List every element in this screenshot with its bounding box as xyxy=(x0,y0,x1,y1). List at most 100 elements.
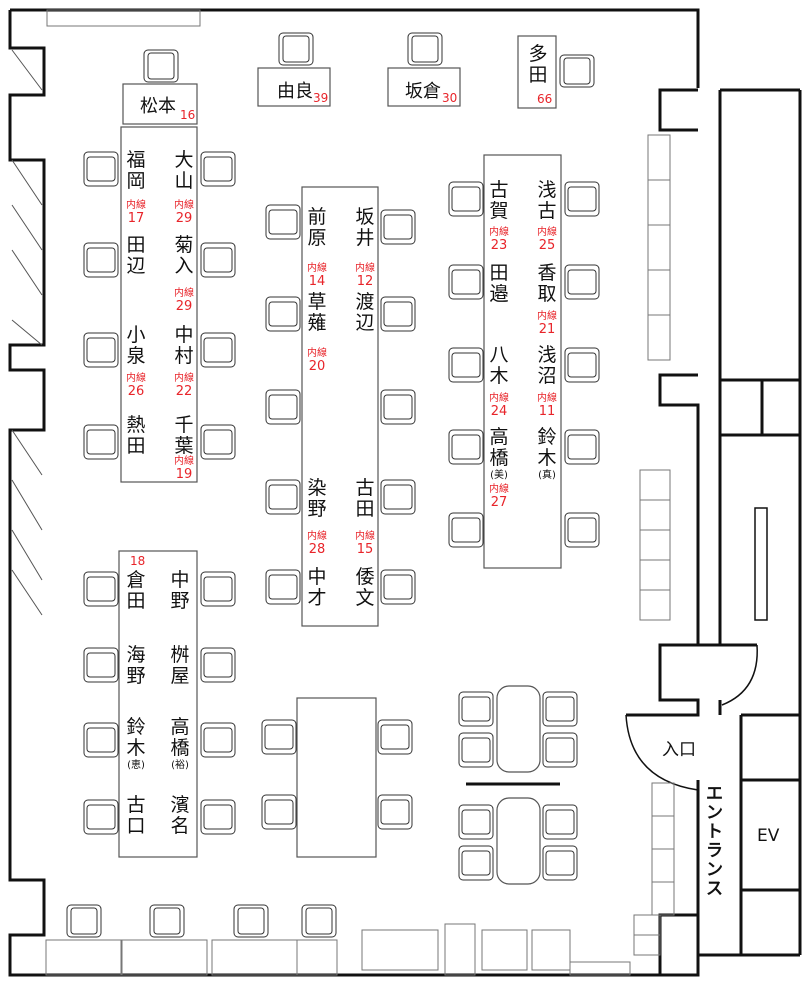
cabinet xyxy=(639,469,671,501)
chair xyxy=(448,429,484,465)
extension-prefix: 内線 xyxy=(174,200,194,211)
cabinet xyxy=(639,589,671,621)
extension-number: 17 xyxy=(127,211,145,226)
chair xyxy=(377,719,413,755)
seat-name: 坂倉 xyxy=(405,81,441,102)
cabinet xyxy=(444,923,476,976)
entrance-door-arc xyxy=(625,714,699,791)
seat: 福岡 xyxy=(124,150,148,192)
extension-prefix: 内線 xyxy=(355,263,375,274)
seat: 浅古 xyxy=(535,180,559,222)
seat: 倭文 xyxy=(353,567,377,609)
chair xyxy=(278,32,314,66)
chair xyxy=(83,242,119,278)
entrance-door-label: 入口 xyxy=(662,740,696,760)
chair xyxy=(66,904,102,938)
cabinet xyxy=(647,179,671,226)
extension-number: 18 xyxy=(130,554,146,568)
seat-name: 染野 xyxy=(307,477,327,520)
extension-number: 27 xyxy=(490,495,508,510)
desk-yura xyxy=(257,67,331,107)
chair xyxy=(380,389,416,425)
extension-prefix: 内線 xyxy=(355,531,375,542)
desk-tada xyxy=(517,35,557,109)
extension-prefix: 内線 xyxy=(126,373,146,384)
cabinet xyxy=(651,815,675,850)
seat-name: 由良 xyxy=(277,81,313,102)
extension-prefix: 内線 xyxy=(489,484,509,495)
seat-name: 菊入 xyxy=(174,234,194,277)
chair xyxy=(448,264,484,300)
desk-block-c xyxy=(483,154,562,569)
desk-block-a xyxy=(120,126,198,483)
extension-prefix: 内線 xyxy=(537,311,557,322)
desk-matsumoto xyxy=(122,83,198,125)
chair xyxy=(564,347,600,383)
chair xyxy=(458,804,494,840)
extension-number: 24 xyxy=(490,404,508,419)
chair xyxy=(200,242,236,278)
chair xyxy=(233,904,269,938)
seat-name: 中才 xyxy=(307,566,327,609)
elevator-label: EV xyxy=(757,826,780,846)
chair xyxy=(83,722,119,758)
cabinet xyxy=(633,934,661,956)
seat-name: 古田 xyxy=(355,477,375,520)
chair xyxy=(149,904,185,938)
chair xyxy=(261,719,297,755)
seat: 中才 xyxy=(305,567,329,609)
extension-number: 28 xyxy=(308,542,326,557)
extension-prefix: 内線 xyxy=(489,393,509,404)
seat: 小泉 xyxy=(124,325,148,367)
seat-name-suffix: (真) xyxy=(538,470,556,481)
cabinet xyxy=(121,939,208,976)
chair xyxy=(83,151,119,187)
extension-number: 11 xyxy=(538,404,556,419)
extension-prefix: 内線 xyxy=(307,531,327,542)
chair xyxy=(542,845,578,881)
seat-tada: 多田 xyxy=(528,43,548,86)
outer-wall xyxy=(8,8,700,977)
seat: 倉田 xyxy=(124,570,148,612)
seat: 濱名 xyxy=(168,795,192,837)
chair xyxy=(83,332,119,368)
extension-number: 14 xyxy=(308,274,326,289)
cabinet xyxy=(639,529,671,561)
seat: 桝屋 xyxy=(168,645,192,687)
door-arc xyxy=(721,644,758,706)
chair xyxy=(564,264,600,300)
seat: 田邉 xyxy=(487,263,511,305)
chair xyxy=(564,512,600,548)
chair xyxy=(458,845,494,881)
seat: 千葉 xyxy=(172,415,196,457)
cabinet xyxy=(647,224,671,271)
cabinet xyxy=(211,939,298,976)
seat: 熱田 xyxy=(124,415,148,457)
seat: 鈴木(恵) xyxy=(124,717,148,772)
chair xyxy=(448,512,484,548)
seat: 田辺 xyxy=(124,235,148,277)
seat: 八木 xyxy=(487,345,511,387)
chair xyxy=(564,429,600,465)
chair xyxy=(380,479,416,515)
chair xyxy=(143,49,179,83)
seat-name: 香取 xyxy=(537,262,557,305)
chair xyxy=(458,732,494,768)
chair xyxy=(200,332,236,368)
seat-name-suffix: (美) xyxy=(490,470,508,481)
extension-number: 25 xyxy=(538,238,556,253)
extension-number: 15 xyxy=(356,542,374,557)
seat: 古田 xyxy=(353,478,377,520)
entrance-hall-label: エントランス xyxy=(706,784,723,899)
seat: 中村 xyxy=(172,325,196,367)
seat: 鈴木(真) xyxy=(535,427,559,482)
seat-name: 千葉 xyxy=(174,414,194,457)
